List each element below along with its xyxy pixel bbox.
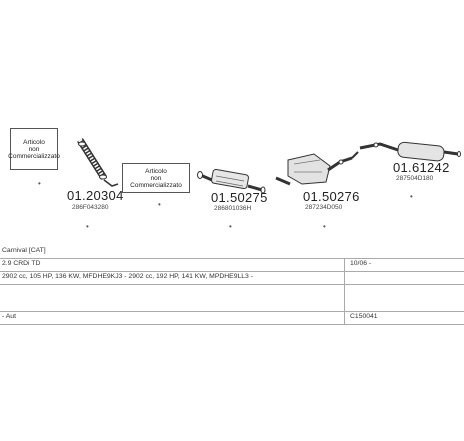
table-row-engine: 2.9 CRDi TD 10/06 - bbox=[0, 259, 464, 272]
table-row-blank bbox=[0, 285, 464, 312]
flex-pipe-drawing bbox=[77, 138, 119, 187]
part-number-4[interactable]: 01.61242 bbox=[393, 160, 450, 175]
column-divider bbox=[344, 259, 345, 324]
date-cell: 10/06 - bbox=[350, 260, 372, 267]
not-commercialized-label-2: Articolo non Commercializzato bbox=[122, 163, 190, 193]
table-row-model: Carnival [CAT] bbox=[0, 246, 464, 259]
marker-dot-2: • bbox=[158, 200, 161, 209]
oem-number-1: 286F043280 bbox=[72, 204, 109, 211]
marker-dot-5: • bbox=[323, 222, 326, 231]
not-commercialized-label-1: Articolo non Commercializzato bbox=[8, 128, 60, 170]
reference-cell: C150041 bbox=[350, 313, 378, 320]
rear-silencer-drawing bbox=[359, 141, 461, 162]
transmission-cell: - Aut bbox=[2, 313, 16, 320]
table-row-spec: 2902 cc, 105 HP, 136 KW, MFDHE9KJ3 - 290… bbox=[0, 272, 464, 285]
table-row-trans: - Aut C150041 bbox=[0, 312, 464, 325]
not-commercialized-text-1: Articolo non Commercializzato bbox=[8, 138, 60, 160]
oem-number-3: 287234D050 bbox=[305, 204, 343, 211]
catalytic-converter-drawing bbox=[197, 168, 266, 194]
not-commercialized-text-2: Articolo non Commercializzato bbox=[130, 167, 182, 189]
model-cell: Carnival [CAT] bbox=[2, 247, 46, 254]
middle-silencer-drawing bbox=[275, 151, 359, 186]
engine-cell: 2.9 CRDi TD bbox=[2, 260, 41, 267]
spec-cell: 2902 cc, 105 HP, 136 KW, MFDHE9KJ3 - 290… bbox=[2, 273, 253, 280]
part-number-2[interactable]: 01.50275 bbox=[211, 190, 268, 205]
marker-dot-4: • bbox=[229, 222, 232, 231]
marker-dot-6: • bbox=[410, 192, 413, 201]
marker-dot-1: • bbox=[38, 179, 41, 188]
part-number-1[interactable]: 01.20304 bbox=[67, 188, 124, 203]
marker-dot-3: • bbox=[86, 222, 89, 231]
exhaust-parts-drawing bbox=[77, 138, 461, 194]
oem-number-2: 286801036H bbox=[214, 205, 252, 212]
part-number-3[interactable]: 01.50276 bbox=[303, 189, 360, 204]
oem-number-4: 287504D180 bbox=[396, 175, 434, 182]
